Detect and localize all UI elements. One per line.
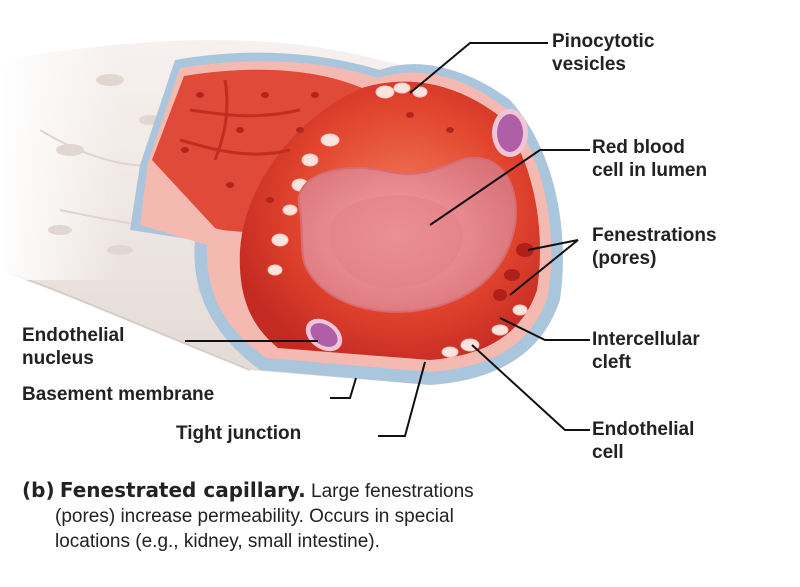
- leader-tight-junction: [378, 361, 426, 437]
- red-blood-cell: [297, 156, 517, 313]
- leader-basement: [330, 377, 357, 399]
- fenestrations: [493, 243, 534, 301]
- label-tight-junction: Tight junction: [176, 423, 302, 444]
- caption-line-1: Large fenestrations: [311, 481, 474, 502]
- leader-lines: [185, 42, 590, 437]
- leader-pinocytotic: [409, 42, 548, 94]
- label-intercellular-cleft: Intercellular cleft: [592, 329, 700, 373]
- leader-cleft: [499, 317, 590, 341]
- label-endothelial-cell: Endothelial cell: [592, 419, 695, 463]
- pinocytotic-vesicles: [267, 82, 528, 358]
- leader-rbc: [429, 149, 590, 226]
- label-endothelial-nucleus: Endothelial nucleus: [22, 325, 125, 369]
- caption-line-2: (pores) increase permeability. Occurs in…: [55, 506, 454, 527]
- leader-fenestrations-a: [527, 239, 579, 251]
- label-red-blood-cell: Red blood cell in lumen: [592, 137, 708, 181]
- caption-line-3: locations (e.g., kidney, small intestine…: [55, 531, 380, 552]
- label-basement-membrane: Basement membrane: [22, 384, 215, 405]
- leader-fenestrations-b: [509, 239, 579, 296]
- label-pinocytotic-vesicles: Pinocytotic vesicles: [552, 31, 655, 75]
- figure-caption: (b) Fenestrated capillary. Large fenestr…: [22, 478, 582, 554]
- label-fenestrations: Fenestrations (pores): [592, 225, 717, 269]
- caption-title: Fenestrated capillary.: [59, 478, 306, 502]
- caption-tag: (b): [22, 478, 55, 502]
- leader-endothelial-cell: [471, 344, 590, 431]
